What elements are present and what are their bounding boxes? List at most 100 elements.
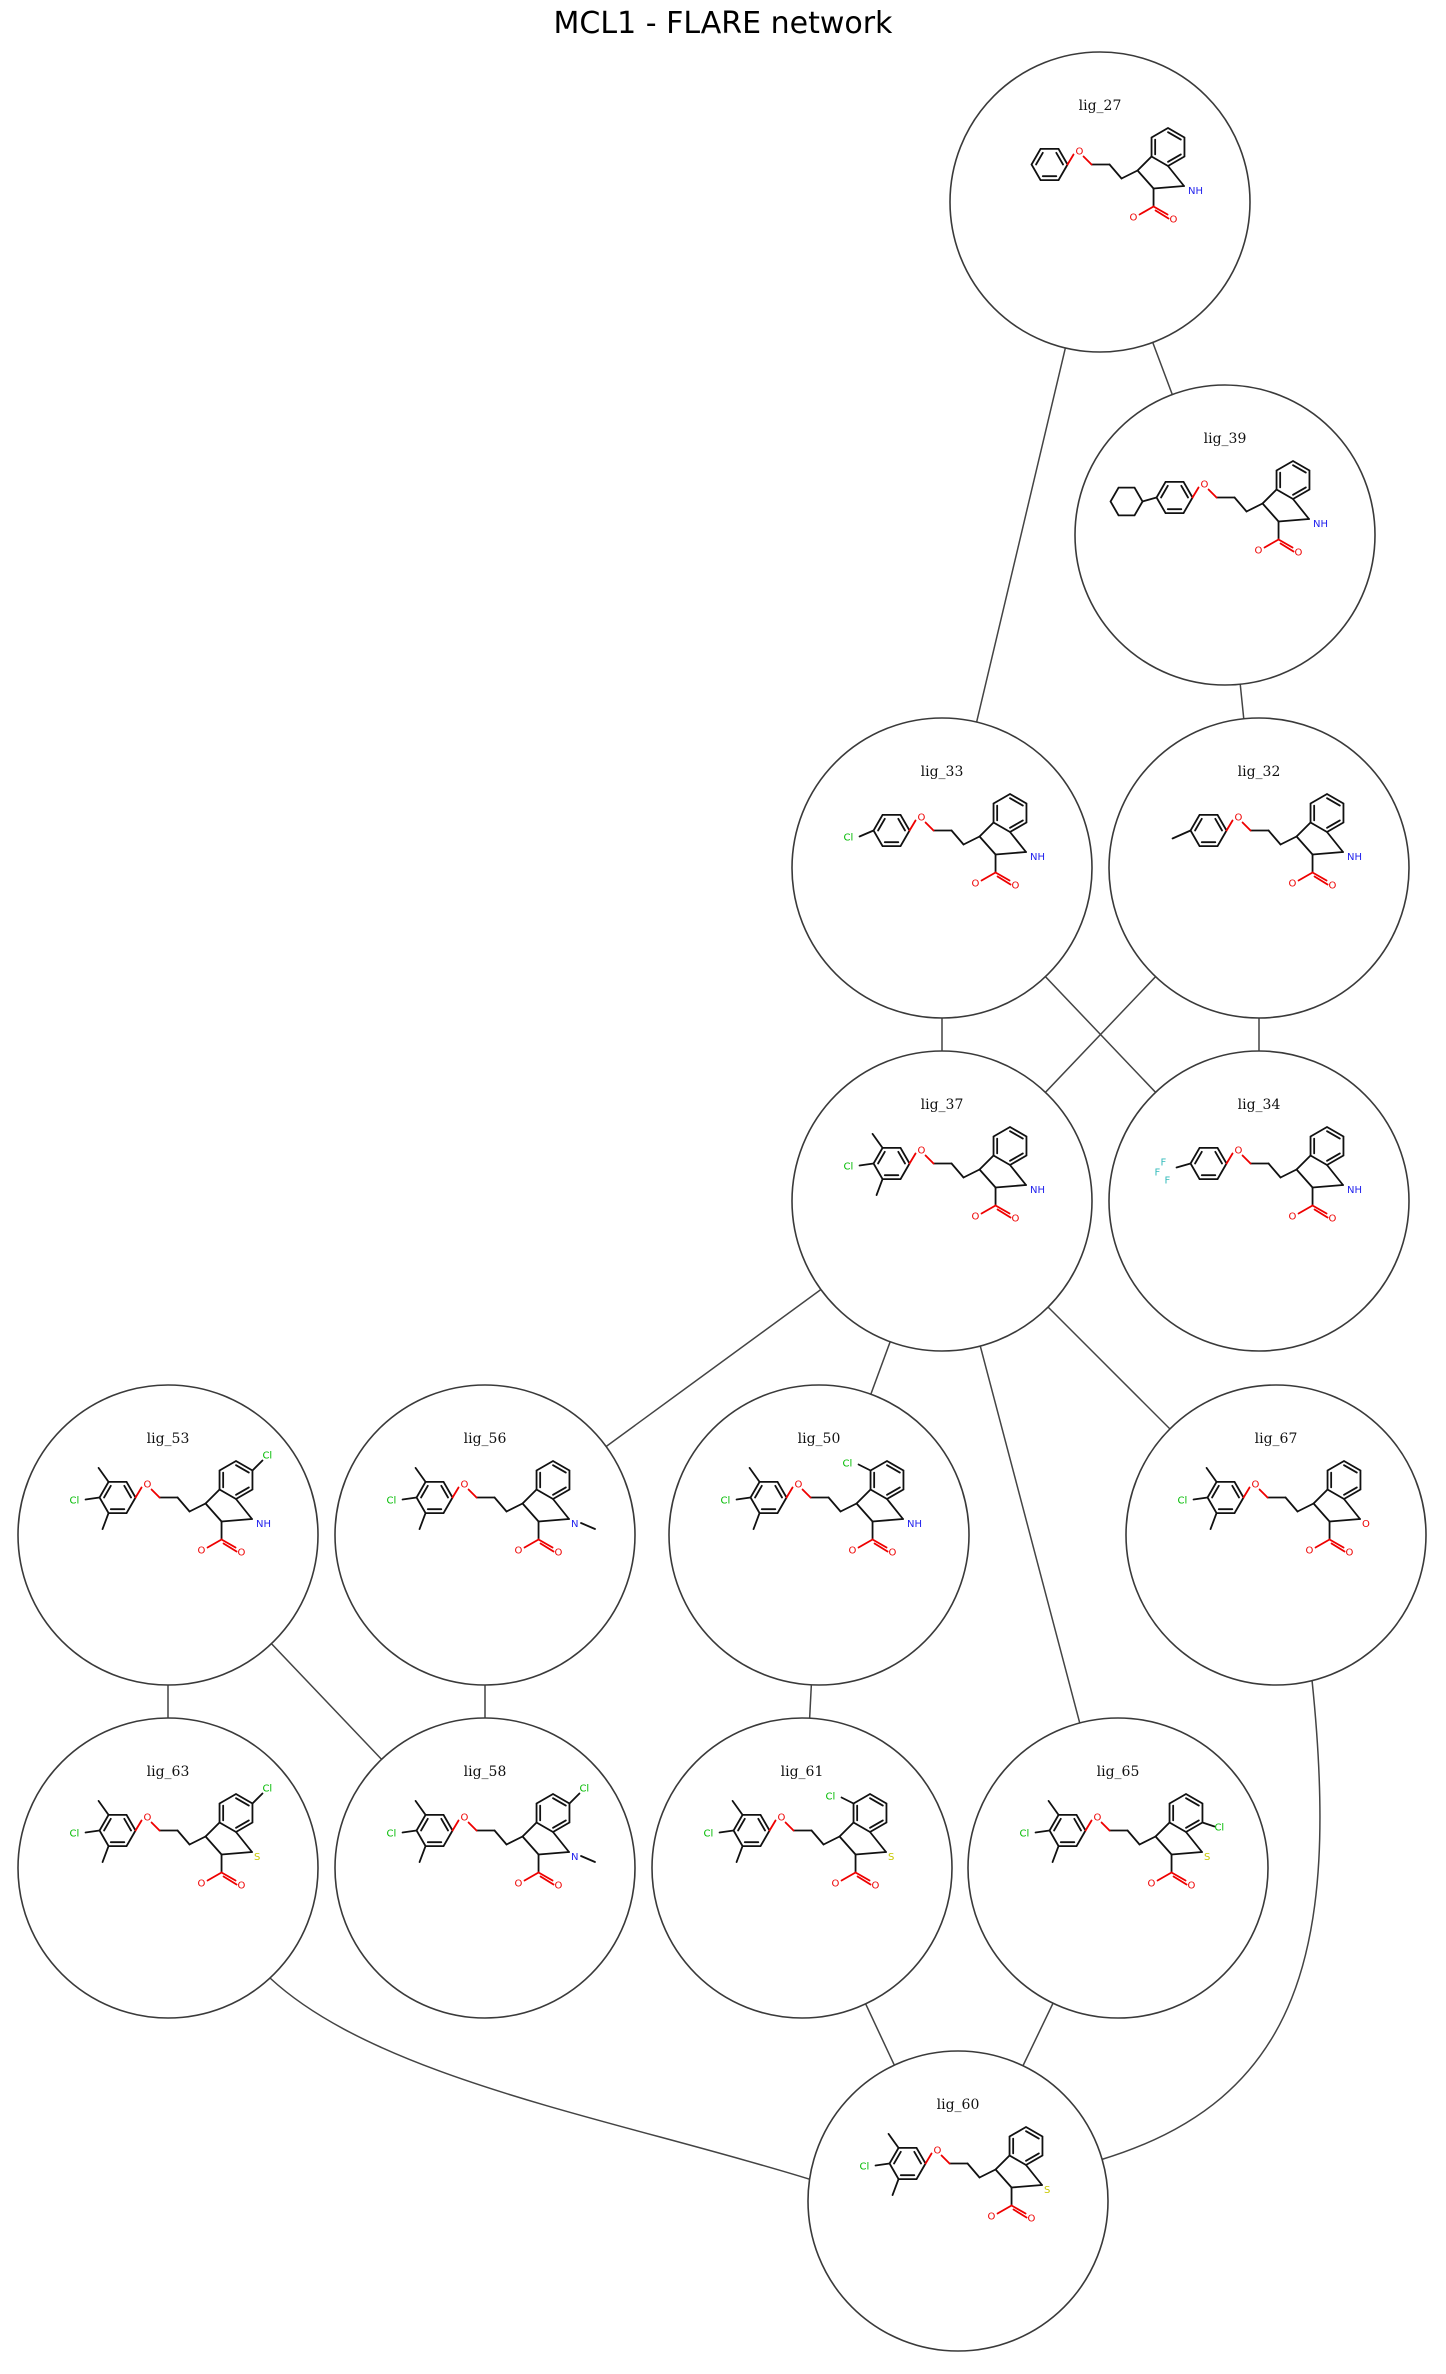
node-label: lig_67 bbox=[1255, 1431, 1298, 1447]
node-label: lig_34 bbox=[1238, 1097, 1281, 1113]
chlorine-atom: Cl bbox=[70, 1496, 80, 1507]
node-circle bbox=[334, 1384, 636, 1686]
node-label: lig_39 bbox=[1204, 431, 1247, 447]
chlorine-atom: Cl bbox=[387, 1496, 397, 1507]
node-circle bbox=[668, 1384, 970, 1686]
nitrogen-atom: NH bbox=[256, 1519, 271, 1530]
oxygen-atom: O bbox=[1362, 1519, 1370, 1530]
node-circle bbox=[949, 51, 1251, 353]
node-label: lig_60 bbox=[937, 2097, 980, 2113]
oxygen-atom: O bbox=[889, 1548, 897, 1559]
oxygen-atom: O bbox=[238, 1548, 246, 1559]
node-circle bbox=[1125, 1384, 1427, 1686]
sulfur-atom: S bbox=[888, 1852, 894, 1863]
node-label: lig_33 bbox=[921, 764, 964, 780]
oxygen-atom: O bbox=[1329, 1214, 1337, 1225]
node-label: lig_53 bbox=[147, 1431, 190, 1447]
oxygen-atom: O bbox=[144, 1813, 152, 1824]
oxygen-atom: O bbox=[198, 1879, 206, 1890]
chlorine-atom: Cl bbox=[843, 1459, 853, 1470]
chlorine-atom: Cl bbox=[844, 1162, 854, 1173]
oxygen-atom: O bbox=[1028, 2214, 1036, 2225]
oxygen-atom: O bbox=[515, 1879, 523, 1890]
sulfur-atom: S bbox=[254, 1852, 260, 1863]
node-circle bbox=[791, 717, 1093, 1019]
oxygen-atom: O bbox=[1148, 1879, 1156, 1890]
chlorine-atom: Cl bbox=[860, 2162, 870, 2173]
oxygen-atom: O bbox=[461, 1813, 469, 1824]
node-circle bbox=[1074, 384, 1376, 686]
oxygen-atom: O bbox=[1252, 1480, 1260, 1491]
oxygen-atom: O bbox=[972, 1212, 980, 1223]
node-label: lig_32 bbox=[1238, 764, 1281, 780]
oxygen-atom: O bbox=[1094, 1813, 1102, 1824]
oxygen-atom: O bbox=[555, 1881, 563, 1892]
sulfur-atom: S bbox=[1204, 1852, 1210, 1863]
node-circle bbox=[807, 2050, 1109, 2352]
node-circle bbox=[791, 1050, 1093, 1352]
chlorine-atom: Cl bbox=[844, 833, 854, 844]
node-circle bbox=[334, 1717, 636, 2019]
oxygen-atom: O bbox=[1329, 881, 1337, 892]
sulfur-atom: S bbox=[1044, 2185, 1050, 2196]
oxygen-atom: O bbox=[972, 879, 980, 890]
oxygen-atom: O bbox=[934, 2146, 942, 2157]
nitrogen-atom: N bbox=[571, 1519, 578, 1530]
oxygen-atom: O bbox=[872, 1881, 880, 1892]
nitrogen-atom: NH bbox=[1347, 1185, 1362, 1196]
oxygen-atom: O bbox=[555, 1548, 563, 1559]
oxygen-atom: O bbox=[1289, 879, 1297, 890]
node-label: lig_50 bbox=[798, 1431, 841, 1447]
oxygen-atom: O bbox=[144, 1480, 152, 1491]
node-circle bbox=[1108, 717, 1410, 1019]
oxygen-atom: O bbox=[1235, 813, 1243, 824]
oxygen-atom: O bbox=[1076, 147, 1084, 158]
oxygen-atom: O bbox=[1306, 1546, 1314, 1557]
oxygen-atom: O bbox=[1235, 1146, 1243, 1157]
oxygen-atom: O bbox=[778, 1813, 786, 1824]
oxygen-atom: O bbox=[1295, 548, 1303, 559]
node-label: lig_56 bbox=[464, 1431, 507, 1447]
fluorine-atom: F bbox=[1165, 1176, 1171, 1187]
oxygen-atom: O bbox=[198, 1546, 206, 1557]
node-circle bbox=[1108, 1050, 1410, 1352]
edge-lig_67-lig_60 bbox=[1099, 1679, 1321, 2161]
nitrogen-atom: NH bbox=[907, 1519, 922, 1530]
node-label: lig_37 bbox=[921, 1097, 964, 1113]
oxygen-atom: O bbox=[1346, 1548, 1354, 1559]
oxygen-atom: O bbox=[918, 813, 926, 824]
chlorine-atom: Cl bbox=[721, 1496, 731, 1507]
node-circle bbox=[17, 1384, 319, 1686]
nitrogen-atom: NH bbox=[1313, 519, 1328, 530]
oxygen-atom: O bbox=[1012, 1214, 1020, 1225]
oxygen-atom: O bbox=[1012, 881, 1020, 892]
node-label: lig_65 bbox=[1097, 1764, 1140, 1780]
oxygen-atom: O bbox=[1130, 213, 1138, 224]
